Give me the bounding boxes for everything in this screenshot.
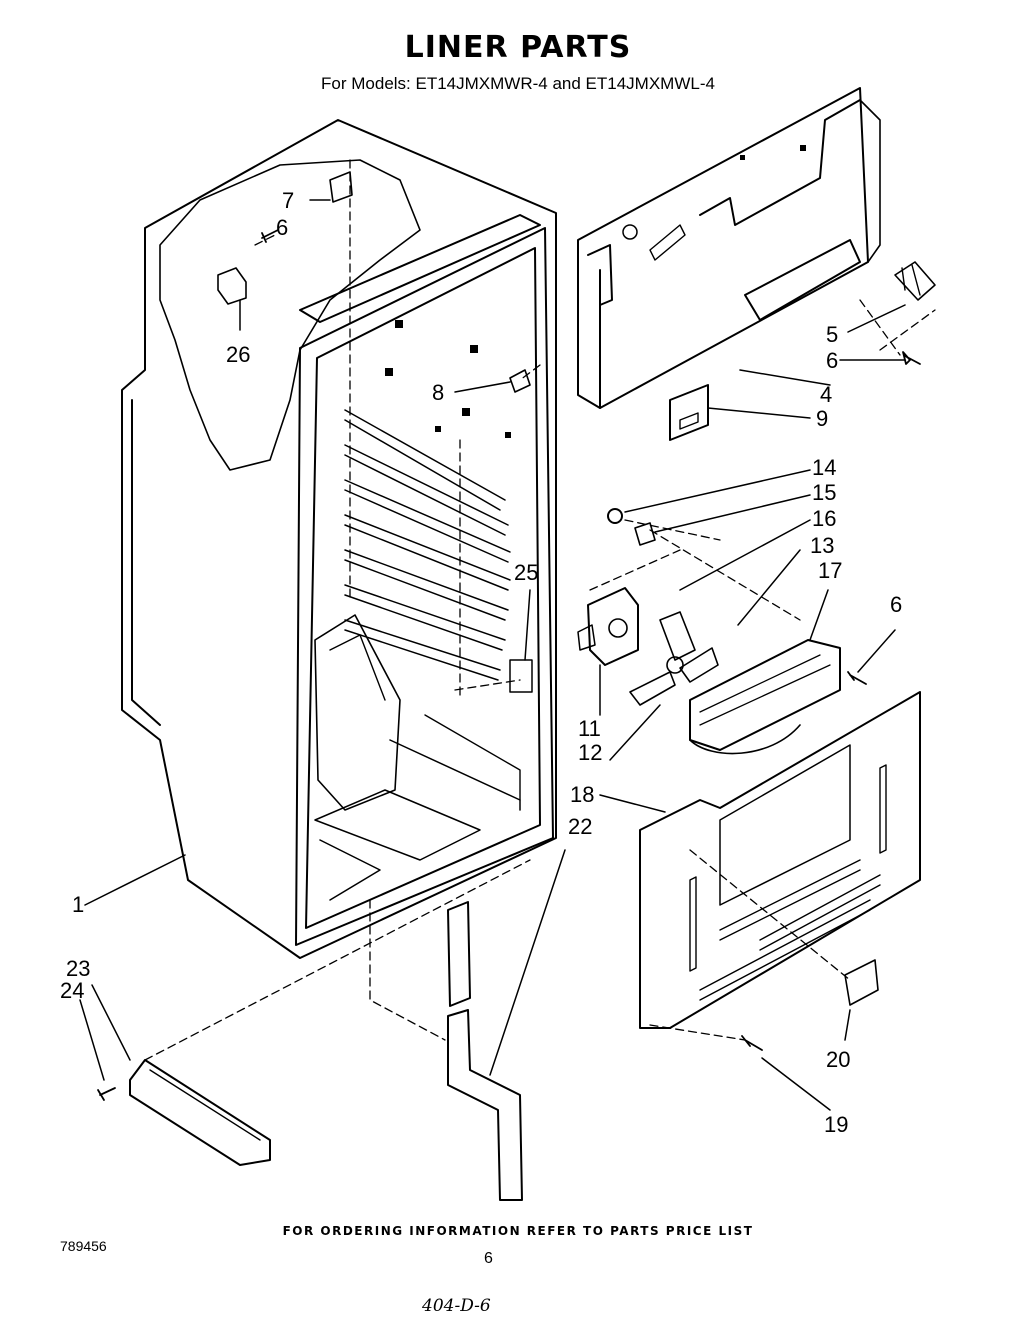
assembly-lines (144, 159, 936, 1061)
callout-arrows (79, 199, 906, 1111)
callout-22: 22 (568, 814, 592, 839)
callout-6-top: 6 (276, 215, 288, 240)
screw-6-top (261, 229, 279, 243)
callout-7: 7 (282, 188, 294, 213)
clip-bracket (894, 261, 936, 301)
callout-19: 19 (824, 1112, 848, 1137)
callout-17: 17 (818, 558, 842, 583)
callout-8: 8 (432, 380, 444, 405)
model-subtitle: For Models: ET14JMXMWR-4 and ET14JMXMWL-… (321, 74, 715, 93)
callout-23: 23 (66, 956, 90, 981)
callout-13: 13 (810, 533, 834, 558)
screw-6-fan (847, 671, 867, 685)
grommet-14 (607, 508, 623, 524)
callout-26: 26 (226, 342, 250, 367)
screw-6-right (902, 351, 921, 365)
callout-6-fan: 6 (890, 592, 902, 617)
callout-11: 11 (578, 716, 601, 741)
page-title: LINER PARTS (404, 30, 632, 65)
ordering-note: FOR ORDERING INFORMATION REFER TO PARTS … (282, 1224, 754, 1238)
fan-motor (577, 587, 639, 666)
callout-6-right: 6 (826, 348, 838, 373)
callout-25: 25 (514, 560, 538, 585)
callout-9: 9 (816, 406, 828, 431)
stud-8 (509, 369, 531, 393)
callout-12: 12 (578, 740, 602, 765)
callout-20: 20 (826, 1047, 850, 1072)
rail-23 (129, 1059, 271, 1166)
callout-15: 15 (812, 480, 836, 505)
screw-19 (741, 1035, 763, 1051)
clip-7 (329, 171, 353, 203)
lower-panel (639, 691, 921, 1029)
callout-24: 24 (60, 978, 84, 1003)
callout-1: 1 (72, 892, 84, 917)
callout-18: 18 (570, 782, 594, 807)
callout-14: 14 (812, 455, 836, 480)
bracket-26 (217, 267, 247, 305)
handwritten-note: 404-D-6 (422, 1296, 491, 1316)
trim-22 (447, 901, 523, 1201)
callout-5: 5 (826, 322, 838, 347)
cabinet-liner (121, 119, 557, 959)
clip-20 (844, 959, 879, 1006)
page-number: 6 (484, 1250, 493, 1267)
fan-blade (629, 611, 719, 706)
callout-16: 16 (812, 506, 836, 531)
screw-24 (97, 1087, 116, 1101)
evaporator-cover (577, 87, 881, 409)
callout-4: 4 (820, 382, 832, 407)
grille-9 (669, 384, 709, 441)
fan-shroud (689, 639, 841, 755)
document-number: 789456 (60, 1238, 107, 1254)
